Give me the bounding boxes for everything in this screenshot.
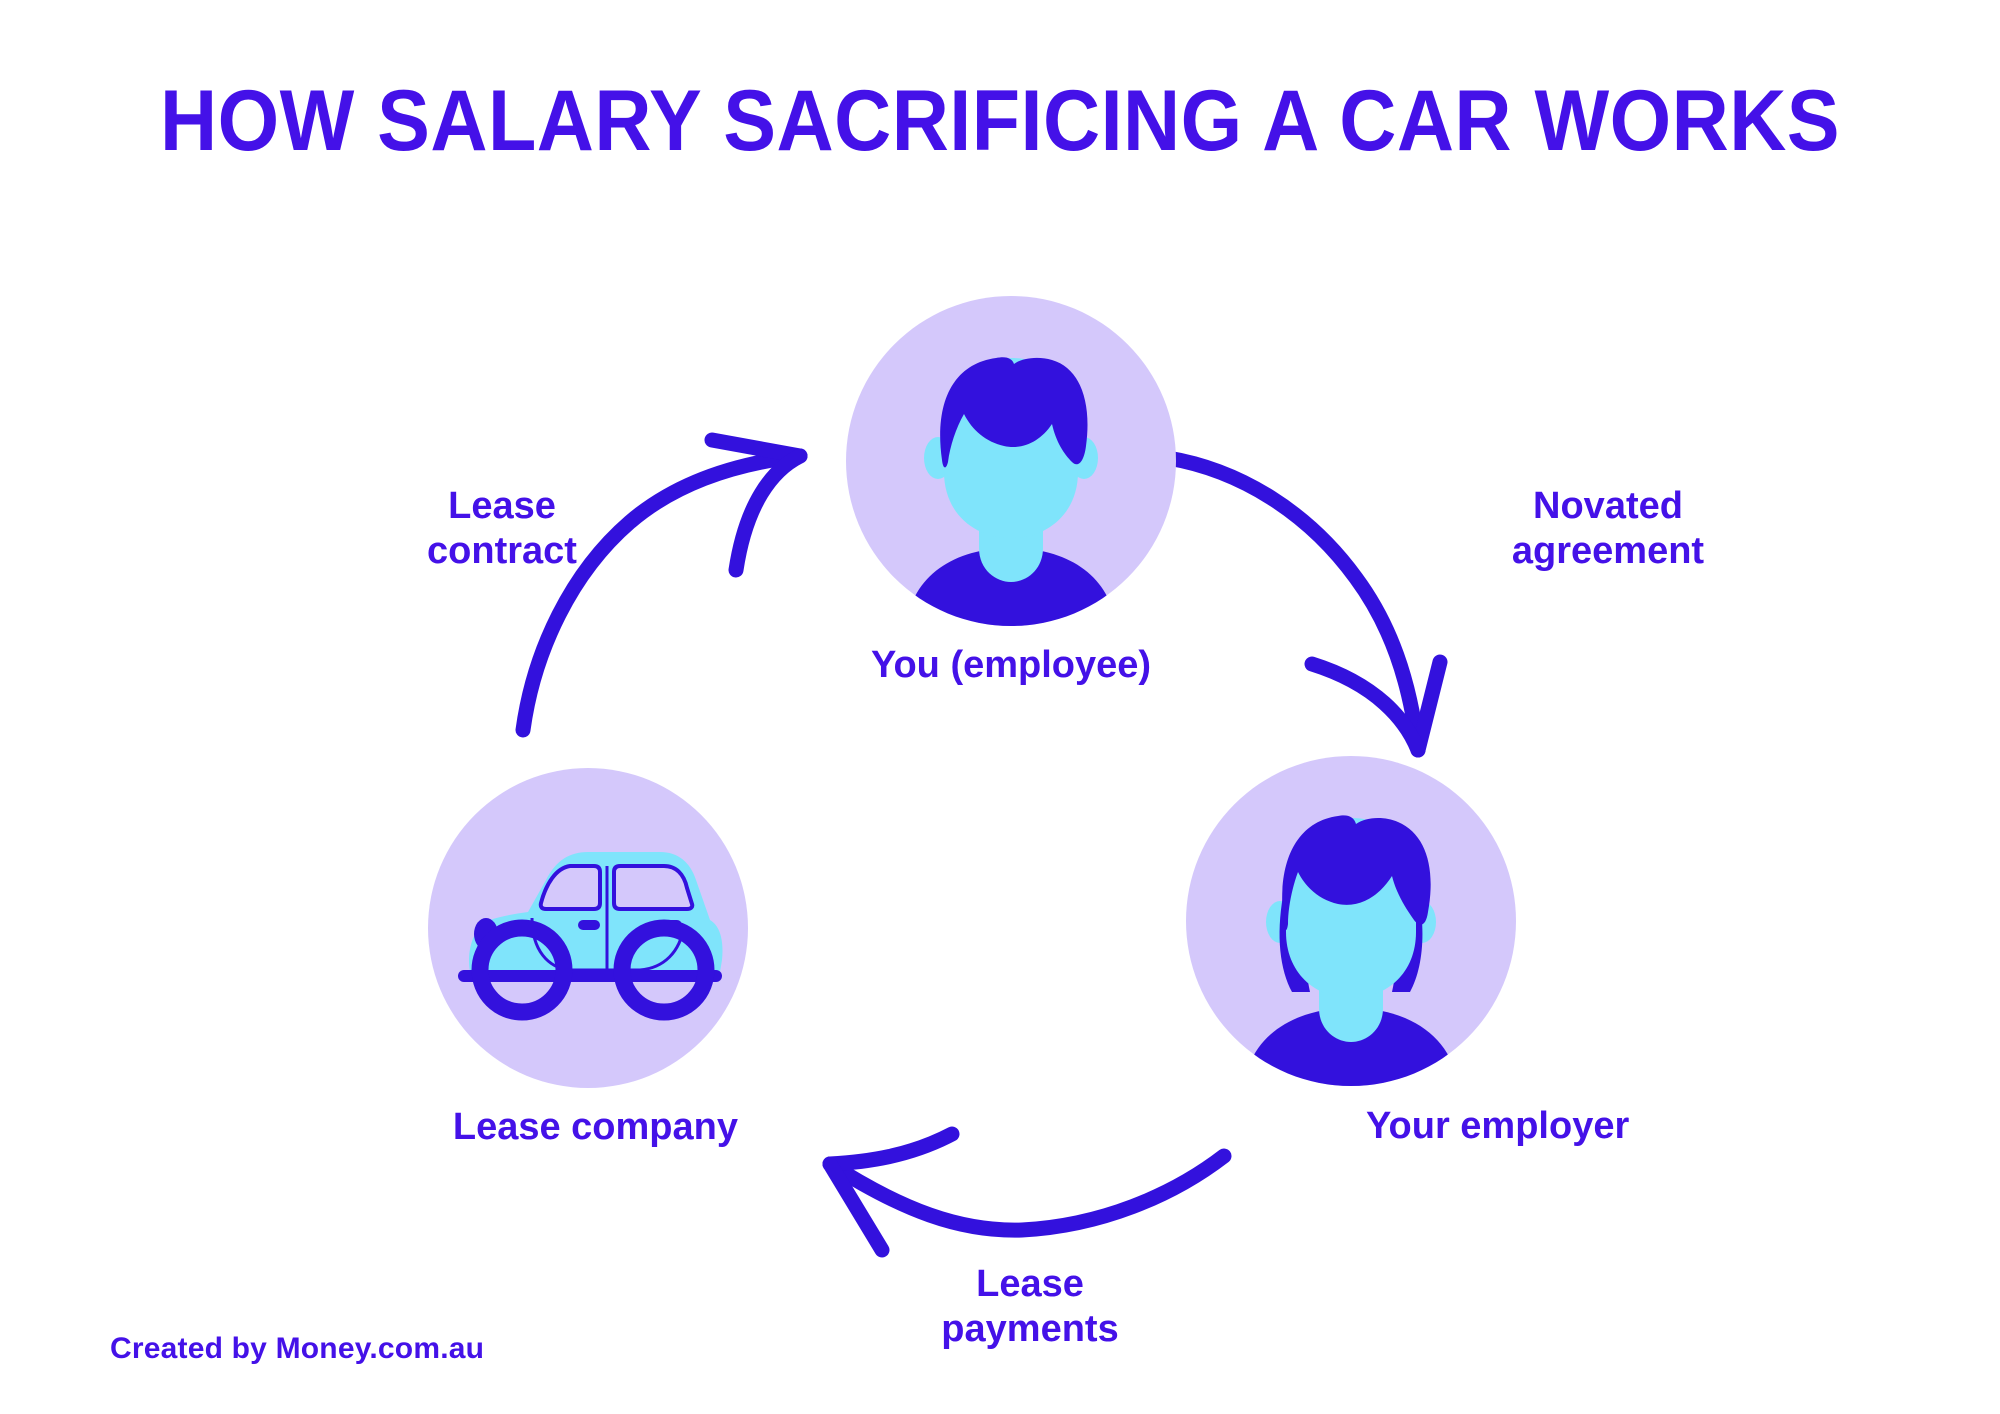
lease-contract-line2: contract	[427, 529, 577, 572]
arrow-novated-agreement	[1160, 450, 1448, 758]
lease-payments-line1: Lease	[976, 1263, 1084, 1305]
lease-payments-line2: payments	[941, 1307, 1119, 1350]
lease-company-circle	[428, 768, 748, 1088]
node-lease-company[interactable]: Lease company	[428, 768, 748, 1148]
employee-avatar-circle	[846, 296, 1176, 626]
person-short-hair-avatar-icon	[906, 357, 1116, 626]
node-employer-label: Your employer	[1366, 1105, 1630, 1147]
novated-line1: Novated	[1533, 485, 1683, 527]
node-employee[interactable]: You (employee)	[846, 296, 1176, 686]
car-icon	[458, 852, 723, 1021]
novated-line2: agreement	[1511, 529, 1705, 572]
node-lease-company-label: Lease company	[452, 1106, 738, 1148]
node-employee-label: You (employee)	[870, 644, 1152, 686]
person-bob-hair-avatar-icon	[1244, 815, 1458, 1086]
connector-label-novated-agreement: Novated agreement	[1458, 484, 1758, 574]
attribution-footer: Created by Money.com.au	[110, 1332, 485, 1365]
page-title: HOW SALARY SACRIFICING A CAR WORKS	[159, 73, 1841, 169]
employer-avatar-circle	[1186, 756, 1516, 1086]
connector-label-lease-payments: Lease payments	[900, 1262, 1160, 1352]
node-employer[interactable]: Your employer	[1186, 756, 1629, 1147]
connector-label-lease-contract: Lease contract	[372, 484, 632, 574]
lease-contract-line1: Lease	[448, 485, 556, 527]
